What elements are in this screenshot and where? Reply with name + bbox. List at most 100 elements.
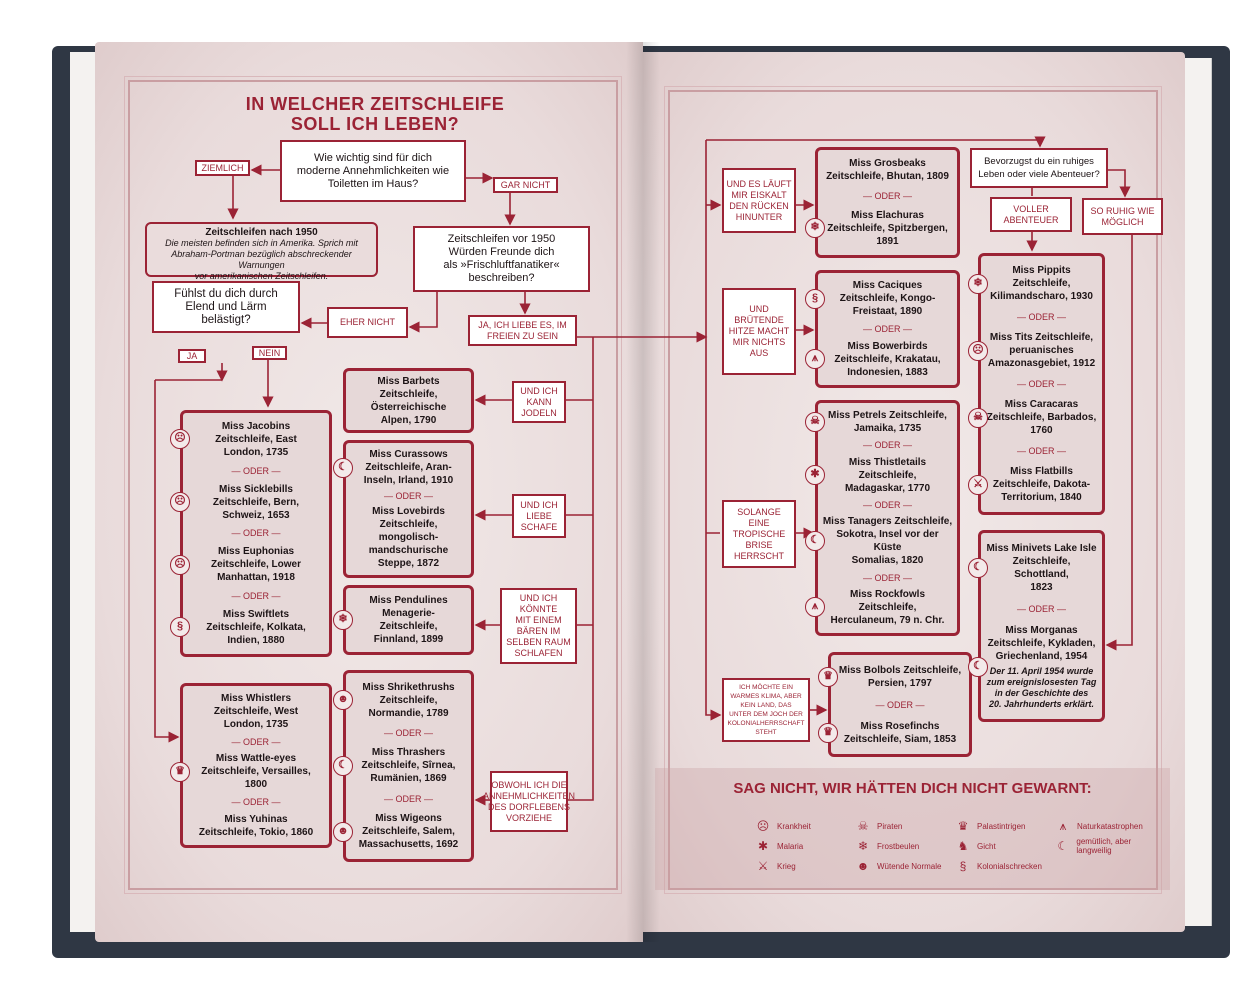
krankheit-icon: ☹ <box>170 429 190 450</box>
oder-divider: — ODER — <box>1016 446 1066 456</box>
krankheit-icon: ☹ <box>756 819 770 833</box>
answer-gar-nicht: Gar nicht <box>493 177 558 193</box>
loop-entry: Miss Grosbeaks Zeitschleife, Bhutan, 180… <box>822 157 953 183</box>
loop-entry: Miss Barbets Zeitschleife, Österreichisc… <box>350 375 467 427</box>
loop-group-box: Miss Whistlers Zeitschleife, West London… <box>170 683 332 848</box>
oder-divider: — ODER — <box>875 699 925 710</box>
palastintrigen-icon: ♛ <box>818 666 838 687</box>
naturkatastrophen-icon: ⩚ <box>1059 819 1067 833</box>
loop-group-box: Miss Petrels Zeitschleife, Jamaika, 1735… <box>805 400 960 636</box>
kolonialschrecken-icon: § <box>805 288 825 309</box>
loop-group-box: Miss Barbets Zeitschleife, Österreichisc… <box>343 368 474 433</box>
answer-dorfleben: Obwohl ich die Annehmlichkeiten des Dorf… <box>483 771 575 832</box>
oder-divider: — ODER — <box>862 440 912 451</box>
loop-entry-text: Miss Wigeons Zeitschleife, Salem, Massac… <box>358 813 459 851</box>
oder-divider: — ODER — <box>231 591 281 602</box>
answer-ja: Ja <box>178 349 206 363</box>
legend-label: Piraten <box>877 821 903 831</box>
loop-entry: Miss Jacobins Zeitschleife, East London,… <box>170 420 325 459</box>
legend-item: ☾gemütlich, aber langweilig <box>1055 836 1165 856</box>
malaria-icon: ✱ <box>757 839 769 853</box>
loop-entry: Miss Rosefinchs Zeitschleife, Siam, 1853… <box>818 720 965 746</box>
loop-entry-text: Miss Euphonias Zeitschleife, Lower Manha… <box>210 546 302 584</box>
answer-eher-nicht: Eher nicht <box>327 307 408 338</box>
loop-group-box: Miss Jacobins Zeitschleife, East London,… <box>170 410 332 657</box>
frostbeulen-icon: ❄ <box>857 839 869 853</box>
loop-entry: Miss Flatbills Zeitschleife, Dakota- Ter… <box>968 465 1098 504</box>
warning-legend: SAG NICHT, WIR HÄTTEN DICH NICHT GEWARNT… <box>655 768 1170 890</box>
loop-entry-note: Der 11. April 1954 wurde zum ereignislos… <box>986 666 1097 710</box>
loop-entry: Miss Pendulines Menagerie- Zeitschleife,… <box>333 594 467 646</box>
gicht-icon: ♞ <box>957 839 969 853</box>
left-ornamental-frame <box>124 76 622 894</box>
oder-divider: — ODER — <box>231 528 281 539</box>
krankheit-icon: ☹ <box>170 492 190 513</box>
legend-item: ⚔ Krieg <box>755 856 855 876</box>
title-line-2: SOLL ICH LEBEN? <box>290 114 460 134</box>
after-1950-text: Die meisten befinden sich in Amerika. Sp… <box>165 238 358 281</box>
answer-baeren: Und ich könnte mit einem Bären im selben… <box>500 588 577 664</box>
oder-divider: — ODER — <box>862 572 912 583</box>
answer-ja-liebe-freien: Ja, ich liebe es, im Freien zu sein <box>468 315 577 346</box>
loop-entry: Miss Bowerbirds Zeitschleife, Krakatau, … <box>805 340 953 379</box>
legend-item: ☻ Wütende Normale <box>855 856 955 876</box>
loop-entry: Miss Bolbols Zeitschleife, Persien, 1797… <box>818 664 965 690</box>
kolonialschrecken-icon: § <box>959 859 967 873</box>
legend-label: Wütende Normale <box>877 861 942 871</box>
loop-entry-text: Miss Elachuras Zeitschleife, Spitzbergen… <box>827 209 948 247</box>
legend-label: Krankheit <box>777 821 811 831</box>
loop-entry-text: Miss Pippits Zeitschleife, Kilimandschar… <box>990 265 1093 302</box>
gemuetlich-icon: ☾ <box>968 657 988 678</box>
loop-entry-text: Miss Tanagers Zeitschleife, Sokotra, Ins… <box>822 516 953 567</box>
legend-label: Naturkatastrophen <box>1077 821 1143 831</box>
loop-entry-text: Miss Barbets Zeitschleife, Österreichisc… <box>370 376 447 426</box>
loop-entry: Miss Petrels Zeitschleife, Jamaika, 1735… <box>805 409 953 435</box>
oder-divider: — ODER — <box>862 499 912 510</box>
palastintrigen-icon: ♛ <box>170 761 190 782</box>
loop-entry-text: Miss Swiftlets Zeitschleife, Kolkata, In… <box>206 608 306 646</box>
loop-entry: Miss Lovebirds Zeitschleife, mongolisch-… <box>350 505 467 570</box>
legend-item: ♞Gicht <box>955 836 1055 856</box>
naturkatastrophen-icon: ⩚ <box>805 349 825 370</box>
loop-entry: Miss Wattle-eyes Zeitschleife, Versaille… <box>170 752 325 791</box>
loop-entry-text: Miss Shrikethrushs Zeitschleife, Normand… <box>362 681 455 719</box>
loop-entry-text: Miss Caciques Zeitschleife, Kongo- Freis… <box>839 280 936 318</box>
question-before-1950: Zeitschleifen vor 1950 Würden Freunde di… <box>413 226 590 292</box>
wuetende-normale-icon: ☻ <box>856 859 870 873</box>
legend-label: gemütlich, aber langweilig <box>1076 837 1132 855</box>
loop-entry-text: Miss Caracaras Zeitschleife, Barbados, 1… <box>986 399 1097 436</box>
legend-item: §Kolonialschrecken <box>955 856 1055 876</box>
legend-item: ✱ Malaria <box>755 836 855 856</box>
palastintrigen-icon: ♛ <box>957 819 969 833</box>
question-misery-noise: Fühlst du dich durch Elend und Lärm belä… <box>152 281 300 333</box>
loop-entry: Miss Thrashers Zeitschleife, Sîrnea, Rum… <box>333 746 467 785</box>
loop-group-box: Miss Grosbeaks Zeitschleife, Bhutan, 180… <box>805 147 960 258</box>
oder-divider: — ODER — <box>383 793 433 804</box>
oder-divider: — ODER — <box>231 736 281 747</box>
frostbeulen-icon: ❄ <box>968 273 988 294</box>
loop-group-box: Miss Minivets Lake Isle Zeitschleife, Sc… <box>968 530 1105 722</box>
oder-divider: — ODER — <box>383 490 433 501</box>
legend-label: Frostbeulen <box>877 841 920 851</box>
piraten-icon: ☠ <box>857 819 869 833</box>
loop-group-box: Miss Pendulines Menagerie- Zeitschleife,… <box>333 585 474 655</box>
gemuetlich-icon: ☾ <box>333 457 353 478</box>
loop-entry-text: Miss Minivets Lake Isle Zeitschleife, Sc… <box>986 542 1097 593</box>
legend-items: ☹ Krankheit ✱ Malaria ⚔ Krieg ☠ Piraten ❄ Frostbe… <box>755 816 1165 876</box>
loop-entry-text: Miss Thistletails Zeitschleife, Madagask… <box>844 456 931 494</box>
loop-group-box: Miss Caciques Zeitschleife, Kongo- Freis… <box>805 270 960 388</box>
loop-entry-text: Miss Lovebirds Zeitschleife, mongolisch-… <box>368 505 449 569</box>
krieg-icon: ⚔ <box>757 859 769 873</box>
legend-label: Malaria <box>777 841 804 851</box>
legend-label: Krieg <box>777 861 796 871</box>
oder-divider: — ODER — <box>862 190 912 201</box>
loop-entry-text: Miss Wattle-eyes Zeitschleife, Versaille… <box>201 753 311 791</box>
krieg-icon: ⚔ <box>968 474 988 495</box>
loop-entry-text: Miss Rockfowls Zeitschleife, Herculaneum… <box>830 588 945 626</box>
loop-entry: Miss Morganas Zeitschleife, Kykladen, Gr… <box>968 624 1098 710</box>
answer-eiskalt: Und es läuft mir eiskalt den Rücken hinu… <box>722 168 796 233</box>
kolonialschrecken-icon: § <box>170 617 190 638</box>
loop-entry: Miss Curassows Zeitschleife, Aran- Insel… <box>333 448 467 487</box>
krankheit-icon: ☹ <box>170 554 190 575</box>
